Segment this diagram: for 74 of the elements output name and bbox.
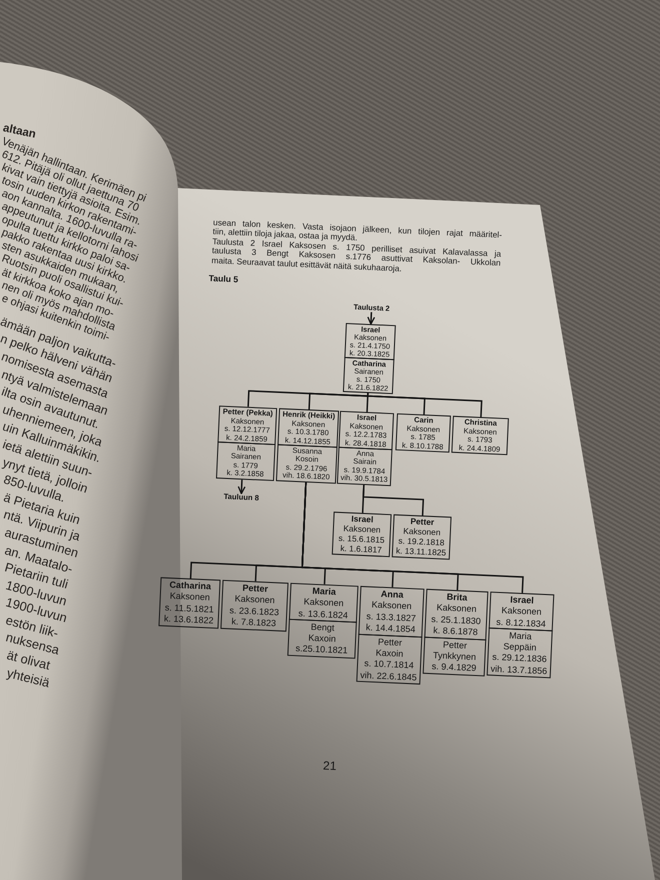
date-text: k. 1.6.1817	[340, 544, 382, 556]
surname: Kaksonen	[343, 524, 381, 536]
given-name: Petter	[242, 582, 268, 595]
page-number: 21	[322, 759, 337, 774]
date-text: s. 13.6.1824	[298, 608, 348, 622]
person-box	[158, 577, 221, 628]
date-text: s. 29.12.1836	[492, 652, 547, 665]
surname: Seppäin	[503, 641, 537, 654]
person-box	[422, 636, 486, 676]
surname: Kaksonen	[234, 594, 275, 607]
connector-line	[362, 484, 424, 516]
connector-line	[366, 393, 482, 418]
person-box	[488, 592, 554, 632]
arrow	[238, 480, 246, 494]
date-text: vih. 13.7.1856	[490, 663, 548, 678]
date-text: s. 13.3.1827	[366, 610, 416, 624]
person-box	[486, 627, 553, 679]
date-text: s. 11.5.1821	[164, 602, 214, 614]
connector-line	[308, 392, 369, 410]
date-text: s. 8.12.1834	[496, 616, 546, 630]
table-heading: Taulu 5	[208, 274, 238, 285]
person-box	[424, 588, 488, 640]
given-name: Israel	[510, 594, 534, 607]
given-name: Petter	[442, 639, 468, 652]
date-text: k. 13.11.1825	[396, 546, 446, 558]
connector-line	[301, 482, 524, 593]
surname: Kaksonen	[170, 590, 210, 604]
given-name: Catharina	[169, 580, 212, 592]
person-box	[278, 408, 340, 448]
person-box	[395, 413, 451, 454]
date-text: s. 23.6.1823	[229, 604, 280, 618]
given-name: Petter	[378, 636, 402, 649]
date-text: s. 9.4.1829	[431, 661, 476, 675]
surname: Kaksonen	[371, 600, 412, 613]
date-text: s. 15.6.1815	[338, 534, 385, 545]
person-box	[287, 618, 357, 659]
surname: Kaksonen	[501, 605, 542, 618]
person-box	[288, 582, 358, 624]
given-name: Petter	[410, 517, 434, 528]
person-box	[356, 634, 422, 685]
surname: Kaxoin	[376, 648, 404, 660]
given-name: Maria	[312, 586, 336, 598]
date-text: vih. 22.6.1845	[360, 670, 417, 684]
date-text: s. 19.2.1818	[398, 536, 445, 548]
date-text: s. 10.7.1814	[364, 658, 414, 672]
person-box	[392, 514, 452, 560]
surname: Kaksonen	[403, 526, 441, 538]
person-box	[216, 441, 276, 482]
surname: Kaxoin	[308, 632, 336, 645]
person-box	[336, 446, 392, 486]
person-box	[276, 444, 338, 484]
given-name: Israel	[351, 514, 374, 525]
person-box	[342, 356, 394, 394]
arrow	[367, 312, 376, 325]
person-box	[218, 406, 278, 446]
person-box	[451, 416, 509, 456]
person-box	[358, 586, 424, 638]
surname: Kaksonen	[303, 596, 344, 610]
given-name: Anna	[380, 588, 404, 601]
surname: Kaksonen	[436, 602, 477, 616]
person-box	[338, 410, 394, 451]
date-text: s.25.10.1821	[295, 644, 348, 658]
person-box	[220, 580, 289, 632]
person-box	[344, 323, 396, 360]
given-name: Brita	[446, 592, 468, 604]
given-name: Maria	[508, 630, 532, 642]
surname: Tynkkynen	[432, 650, 476, 663]
date-text: k. 13.6.1822	[164, 613, 214, 627]
date-text: k. 7.8.1823	[231, 616, 276, 630]
given-name: Bengt	[310, 622, 335, 634]
date-text: s. 25.1.1830	[431, 614, 482, 626]
date-text: k. 8.6.1878	[433, 625, 478, 638]
date-text: k. 14.4.1854	[366, 622, 416, 636]
person-box	[332, 512, 392, 558]
